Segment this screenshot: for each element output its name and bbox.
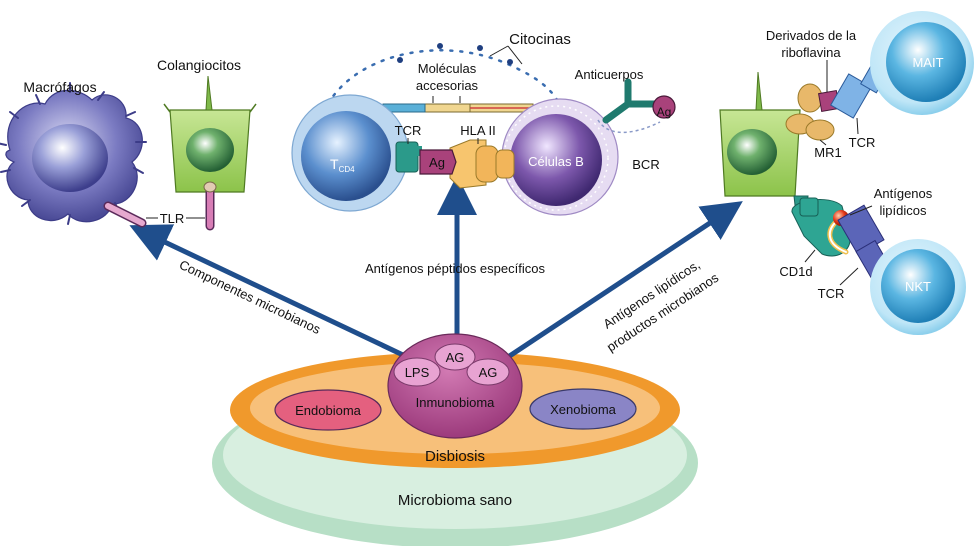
colangiocitos-label: Colangiocitos	[157, 57, 241, 73]
antigenos-lipidicos-label-a: Antígenos	[874, 186, 933, 201]
derivados-label-1: Derivados de la	[766, 28, 857, 43]
derivados-label-2: riboflavina	[781, 45, 841, 60]
antibody	[602, 78, 658, 124]
moleculas-label: Moléculas	[418, 61, 477, 76]
lps-label: LPS	[405, 365, 430, 380]
inmunobioma-label: Inmunobioma	[416, 395, 496, 410]
accesorias-label: accesorias	[416, 78, 479, 93]
mait-cell	[870, 11, 974, 115]
cd1d-leader	[804, 249, 816, 263]
t-cd4-cell	[291, 94, 409, 212]
ag-bubble-right	[466, 358, 510, 386]
antigenos-peptidos-label: Antígenos péptidos específicos	[365, 261, 545, 276]
b-cell	[501, 98, 619, 216]
lps-bubble	[393, 357, 441, 387]
accesorias-leader	[432, 96, 461, 103]
microbioma-sano-label: Microbioma sano	[398, 492, 512, 509]
mr1-leader	[819, 139, 827, 146]
bcr-dotted-arc	[597, 119, 661, 134]
bcr-label: BCR	[632, 157, 659, 172]
accessory-molecules-bar	[382, 103, 534, 113]
ag-bubble-top	[434, 343, 476, 371]
xenobioma-ellipse	[529, 388, 637, 430]
t-cd4-label: TCD4	[330, 156, 355, 174]
ag-label-top: AG	[446, 350, 465, 365]
ag-antigen-antibody	[652, 95, 676, 119]
citocinas-label: Citocinas	[509, 31, 571, 48]
macrofagos-label: Macrófagos	[23, 79, 96, 95]
cytokine-dotted-arc	[326, 43, 562, 107]
componentes-microbianos-label: Componentes microbianos	[177, 257, 323, 337]
t-cd4-label-main: T	[330, 156, 339, 172]
antigenos-lipidicos-leader	[849, 205, 873, 216]
nkt-cell	[870, 239, 966, 335]
macrophage-tlr-receptor	[103, 201, 147, 228]
disbiosis-label: Disbiosis	[425, 448, 485, 465]
nkt-label: NKT	[905, 279, 931, 294]
endobioma-ellipse	[274, 389, 382, 431]
tcr-leader-mait	[856, 117, 859, 135]
mr1-molecule	[785, 83, 835, 141]
xenobioma-label: Xenobioma	[550, 402, 617, 417]
cholangiocyte-tlr-receptor	[203, 181, 217, 231]
tcr-label-center: TCR	[395, 123, 422, 138]
cholangiocyte-cell	[163, 75, 257, 193]
mait-label: MAIT	[912, 55, 943, 70]
citocinas-leader-lines	[489, 45, 523, 65]
tlr-label: TLR	[160, 211, 185, 226]
t-cd4-label-sub: CD4	[339, 165, 356, 174]
arrow-componentes-microbianos	[129, 224, 405, 358]
cd1d-label: CD1d	[779, 264, 812, 279]
tcr-receptor	[395, 141, 422, 173]
arrow-antigenos-lipidicos	[506, 201, 743, 360]
hla-ii-complex	[449, 139, 515, 189]
ag-label-right: AG	[479, 365, 498, 380]
tcr-leader-nkt	[839, 267, 859, 286]
tcr-label-nkt: TCR	[818, 286, 845, 301]
hla-ii-label: HLA II	[460, 123, 495, 138]
ag-antibody-label: Ag	[657, 105, 672, 119]
endobioma-label: Endobioma	[295, 403, 362, 418]
tcr-label-mait: TCR	[849, 135, 876, 150]
ag-center-label: Ag	[429, 155, 445, 170]
antigenos-lipidicos-label-b: lipídicos	[880, 203, 927, 218]
cholangiocyte-right-cell	[719, 71, 801, 197]
anticuerpos-label: Anticuerpos	[575, 67, 644, 82]
mr1-label: MR1	[814, 145, 841, 160]
celulas-b-label: Células B	[528, 154, 584, 169]
macrophage-cell	[0, 82, 147, 225]
ag-antigen-center	[419, 149, 457, 175]
